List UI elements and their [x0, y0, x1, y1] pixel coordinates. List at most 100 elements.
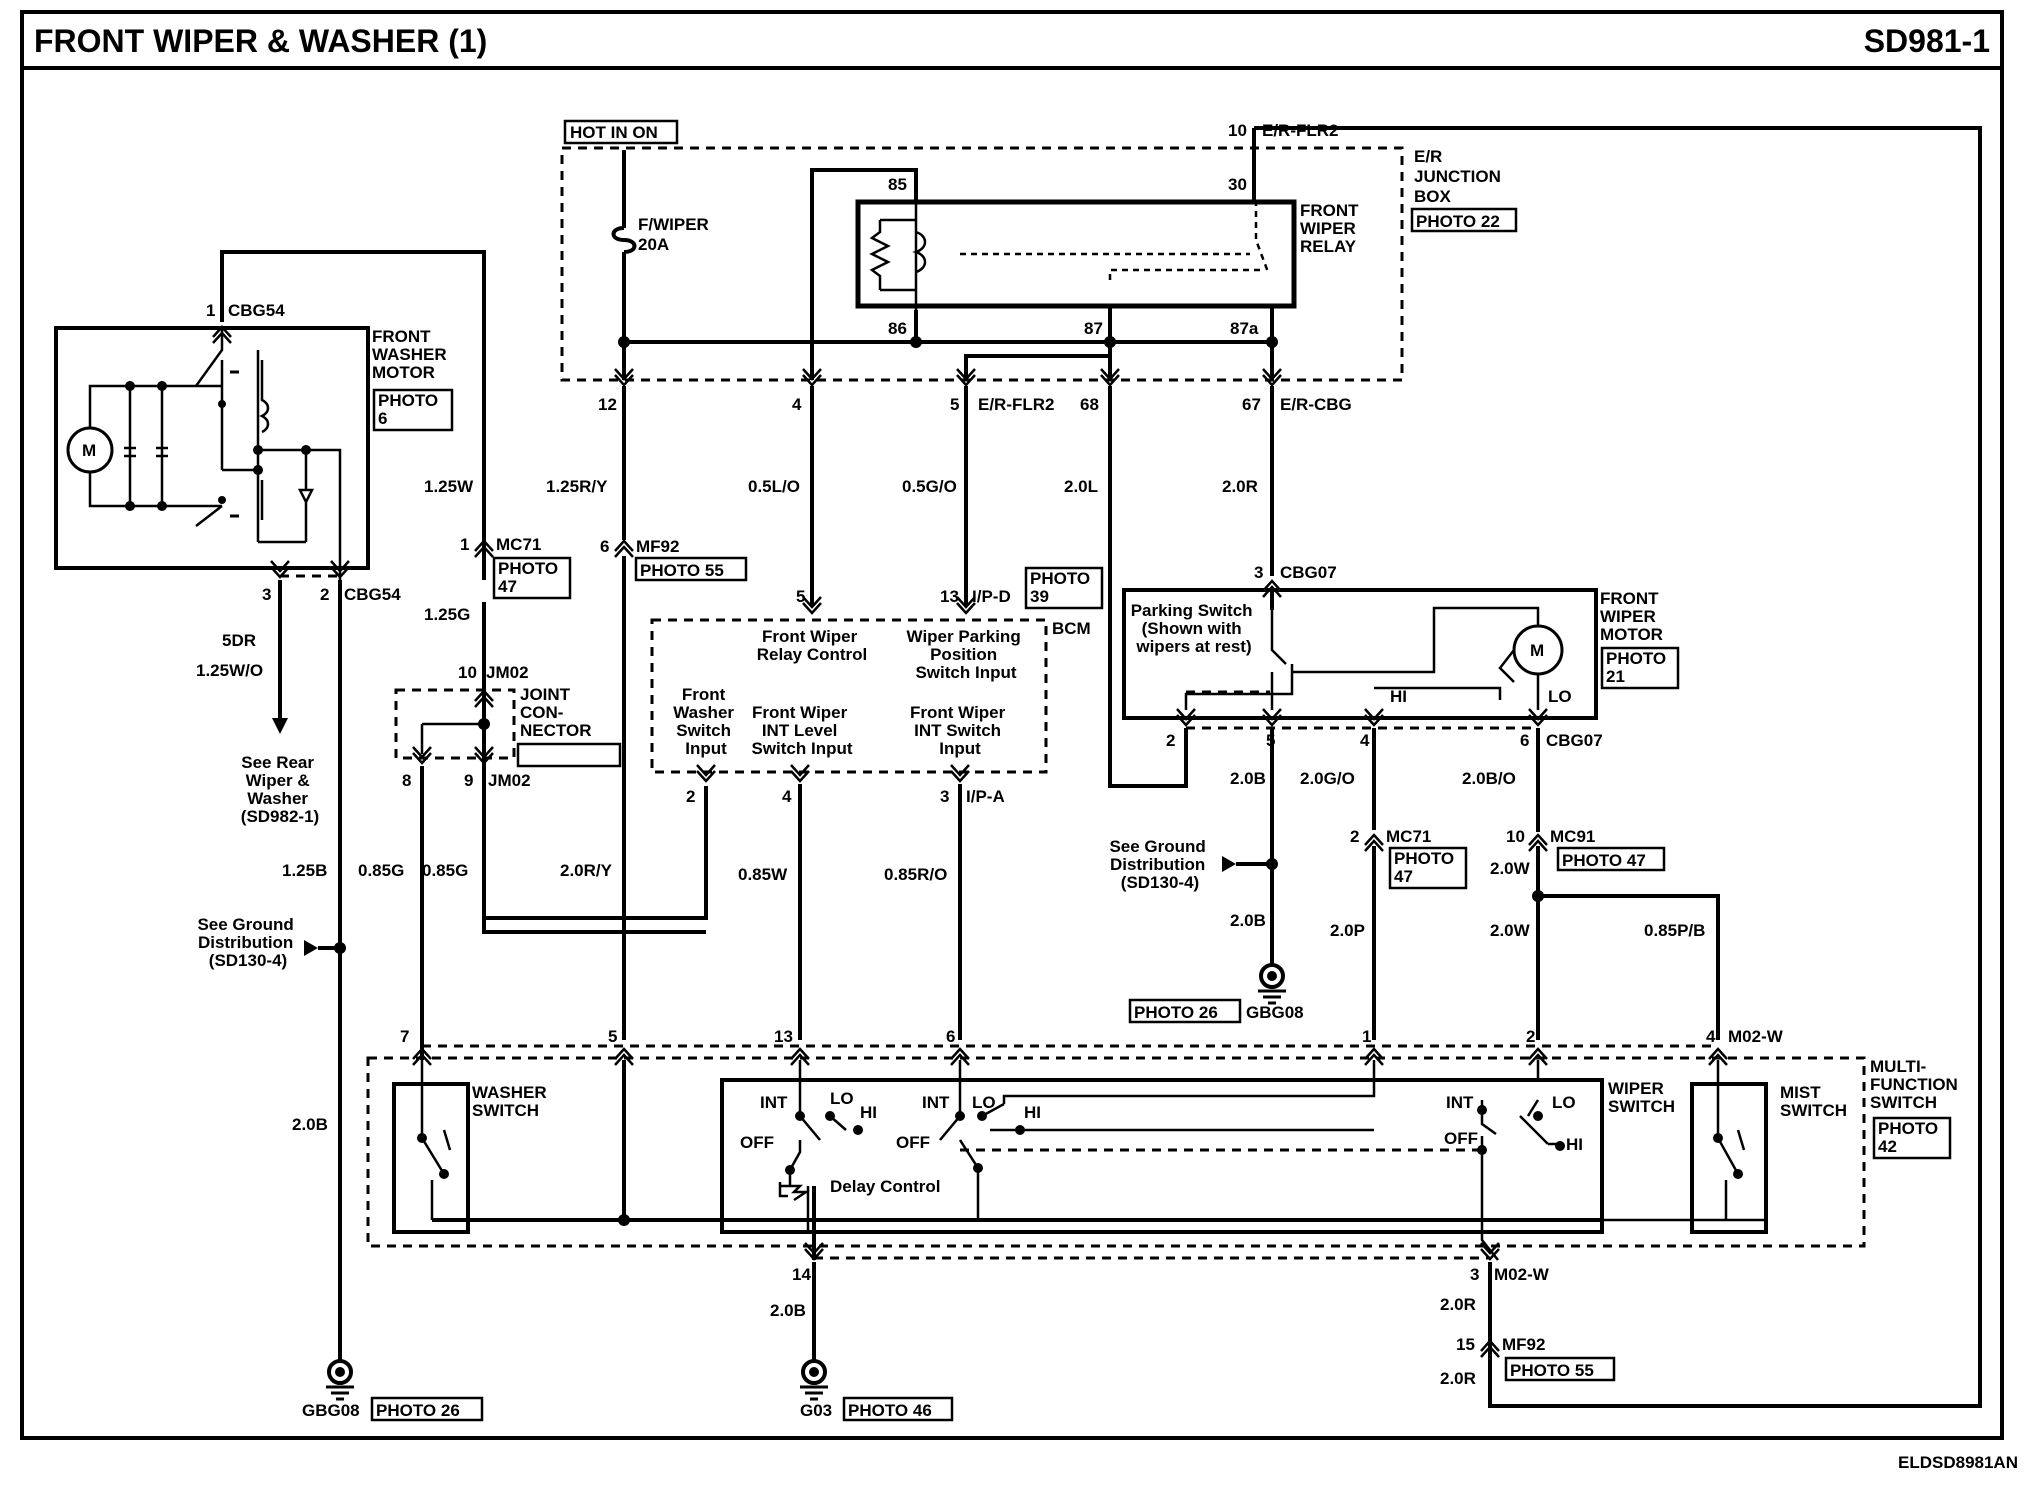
ground-arrow-mid — [1222, 856, 1236, 872]
wire-20ry: 2.0R/Y — [560, 861, 613, 880]
washer-motor-photo-box — [372, 388, 454, 432]
motor-lo: LO — [1548, 687, 1572, 706]
g03: G03 — [800, 1401, 832, 1420]
ejb-photo-box — [1410, 207, 1518, 233]
m02w-b-pin: 3 — [1470, 1265, 1479, 1284]
mc91: MC91 — [1550, 827, 1595, 846]
cbg54-pin3: 3 — [262, 585, 271, 604]
cbg07-pin4: 4 — [1360, 731, 1370, 750]
wire-085w: 0.85W — [738, 865, 788, 884]
ipa-pin3: 3 — [940, 787, 949, 806]
ipd-label: I/P-D — [972, 587, 1011, 606]
bcm-relay-control: Front Wiper Relay Control — [757, 627, 868, 664]
junction-box-outline — [560, 146, 1404, 382]
relay-label: FRONT WIPER RELAY — [1300, 201, 1363, 256]
ipd-pin5: 5 — [796, 587, 805, 606]
motor-hi: HI — [1390, 687, 1407, 706]
ejb-conn-2: E/R-CBG — [1280, 395, 1352, 414]
wire-5dr: 5DR — [222, 631, 256, 650]
mfs-pin2: 2 — [1526, 1027, 1535, 1046]
g03-photo-box — [842, 1396, 954, 1422]
wiper-relay — [855, 199, 1297, 309]
wire-125wo: 1.25W/O — [196, 661, 263, 680]
footer-code: ELDSD8981AN — [1898, 1453, 2018, 1472]
ejb-conn-1: E/R-FLR2 — [978, 395, 1055, 414]
multifunction-label: MULTI- FUNCTION SWITCH — [1870, 1057, 1963, 1112]
ejb-pin-4: 4 — [792, 395, 802, 414]
cbg07-pin6: 6 — [1520, 731, 1529, 750]
page-title: FRONT WIPER & WASHER (1) — [34, 23, 487, 59]
pin-14: 14 — [792, 1265, 811, 1284]
mfs-pin6: 6 — [946, 1027, 955, 1046]
ef2-top-pin: 10 — [1228, 121, 1247, 140]
parking-switch-label: Parking Switch (Shown with wipers at res… — [1131, 601, 1258, 656]
cbg54-top: CBG54 — [228, 301, 285, 320]
wire-20w-a: 2.0W — [1490, 859, 1531, 878]
sw3-int: INT — [1446, 1093, 1474, 1112]
sw1-hi: HI — [860, 1103, 877, 1122]
wiper-motor-m: M — [1530, 641, 1544, 660]
wire-085ro: 0.85R/O — [884, 865, 947, 884]
gbg08-left-photo-box — [370, 1396, 484, 1422]
wire-05go: 0.5G/O — [902, 477, 957, 496]
see-ground-mid: See Ground Distribution (SD130-4) — [1109, 837, 1210, 892]
sw2-lo: LO — [972, 1093, 996, 1112]
washer-motor-label: FRONT WASHER MOTOR — [372, 327, 451, 382]
washer-motor-photo: PHOTO 6 — [378, 391, 443, 428]
wire-05lo: 0.5L/O — [748, 477, 800, 496]
relay-pin-85: 85 — [888, 175, 907, 194]
ejb-pin-68: 68 — [1080, 395, 1099, 414]
mist-switch-label: MIST SWITCH — [1780, 1083, 1847, 1120]
bcm-int-level: Front Wiper INT Level Switch Input — [751, 703, 852, 758]
fuse-wire — [622, 150, 1272, 380]
hot-in-on-box — [563, 119, 679, 145]
ipd-pin13: 13 — [940, 587, 959, 606]
see-rear: See Rear Wiper & Washer (SD982-1) — [241, 753, 319, 826]
mf92-pin: 6 — [600, 537, 609, 556]
ipa-pin4: 4 — [782, 787, 792, 806]
mc71-photo: PHOTO 47 — [498, 559, 563, 596]
mc71-b-photo: PHOTO 47 — [1394, 849, 1459, 886]
mc91-photo: PHOTO 47 — [1562, 851, 1646, 870]
relay-contact — [960, 200, 1270, 280]
ef2-top-label: E/R-FLR2 — [1262, 121, 1339, 140]
bcm-box — [650, 618, 1048, 774]
delay-control: Delay Control — [830, 1177, 941, 1196]
sw2-off: OFF — [896, 1133, 930, 1152]
m02w-b: M02-W — [1494, 1265, 1550, 1284]
cbg54-pin1: 1 — [206, 301, 215, 320]
wire-20w-b: 2.0W — [1490, 921, 1531, 940]
cbg07-pin2: 2 — [1166, 731, 1175, 750]
sw2-int: INT — [922, 1093, 950, 1112]
g03-photo: PHOTO 46 — [848, 1401, 932, 1420]
multifunction-photo: PHOTO 42 — [1878, 1119, 1943, 1156]
see-ground-left: See Ground Distribution (SD130-4) — [197, 915, 298, 970]
relay-pin-86: 86 — [888, 319, 907, 338]
ejb-pin-5: 5 — [950, 395, 959, 414]
cbg54-bottom: CBG54 — [344, 585, 401, 604]
washer-switch-label: WASHER SWITCH — [472, 1083, 551, 1120]
wire-125g: 1.25G — [424, 605, 470, 624]
wire-20r-b: 2.0R — [1440, 1295, 1476, 1314]
washer-motor-m: M — [82, 441, 96, 460]
relay-pin-87: 87 — [1084, 319, 1103, 338]
mfs-pin1: 1 — [1362, 1027, 1371, 1046]
jm02-pin9: 9 — [464, 771, 473, 790]
wire-20bo: 2.0B/O — [1462, 769, 1516, 788]
sw2-hi: HI — [1024, 1103, 1041, 1122]
wire-085g-b: 0.85G — [422, 861, 468, 880]
bcm-label: BCM — [1052, 619, 1091, 638]
mc71-b-pin: 2 — [1350, 827, 1359, 846]
ejb-pin-67: 67 — [1242, 395, 1261, 414]
wiper-motor-internal — [1184, 606, 1540, 710]
ejb-label: E/R JUNCTION BOX — [1414, 147, 1506, 206]
jm02-top-pin: 10 — [458, 663, 477, 682]
gbg08-mid-photo-box — [1128, 998, 1242, 1024]
joint-connector-box — [394, 688, 516, 760]
relay-pin-87a: 87a — [1230, 319, 1259, 338]
ipa-pin2: 2 — [686, 787, 695, 806]
washer-switch-box — [392, 1082, 470, 1234]
relay-coil — [869, 200, 927, 310]
m02w: M02-W — [1728, 1027, 1784, 1046]
